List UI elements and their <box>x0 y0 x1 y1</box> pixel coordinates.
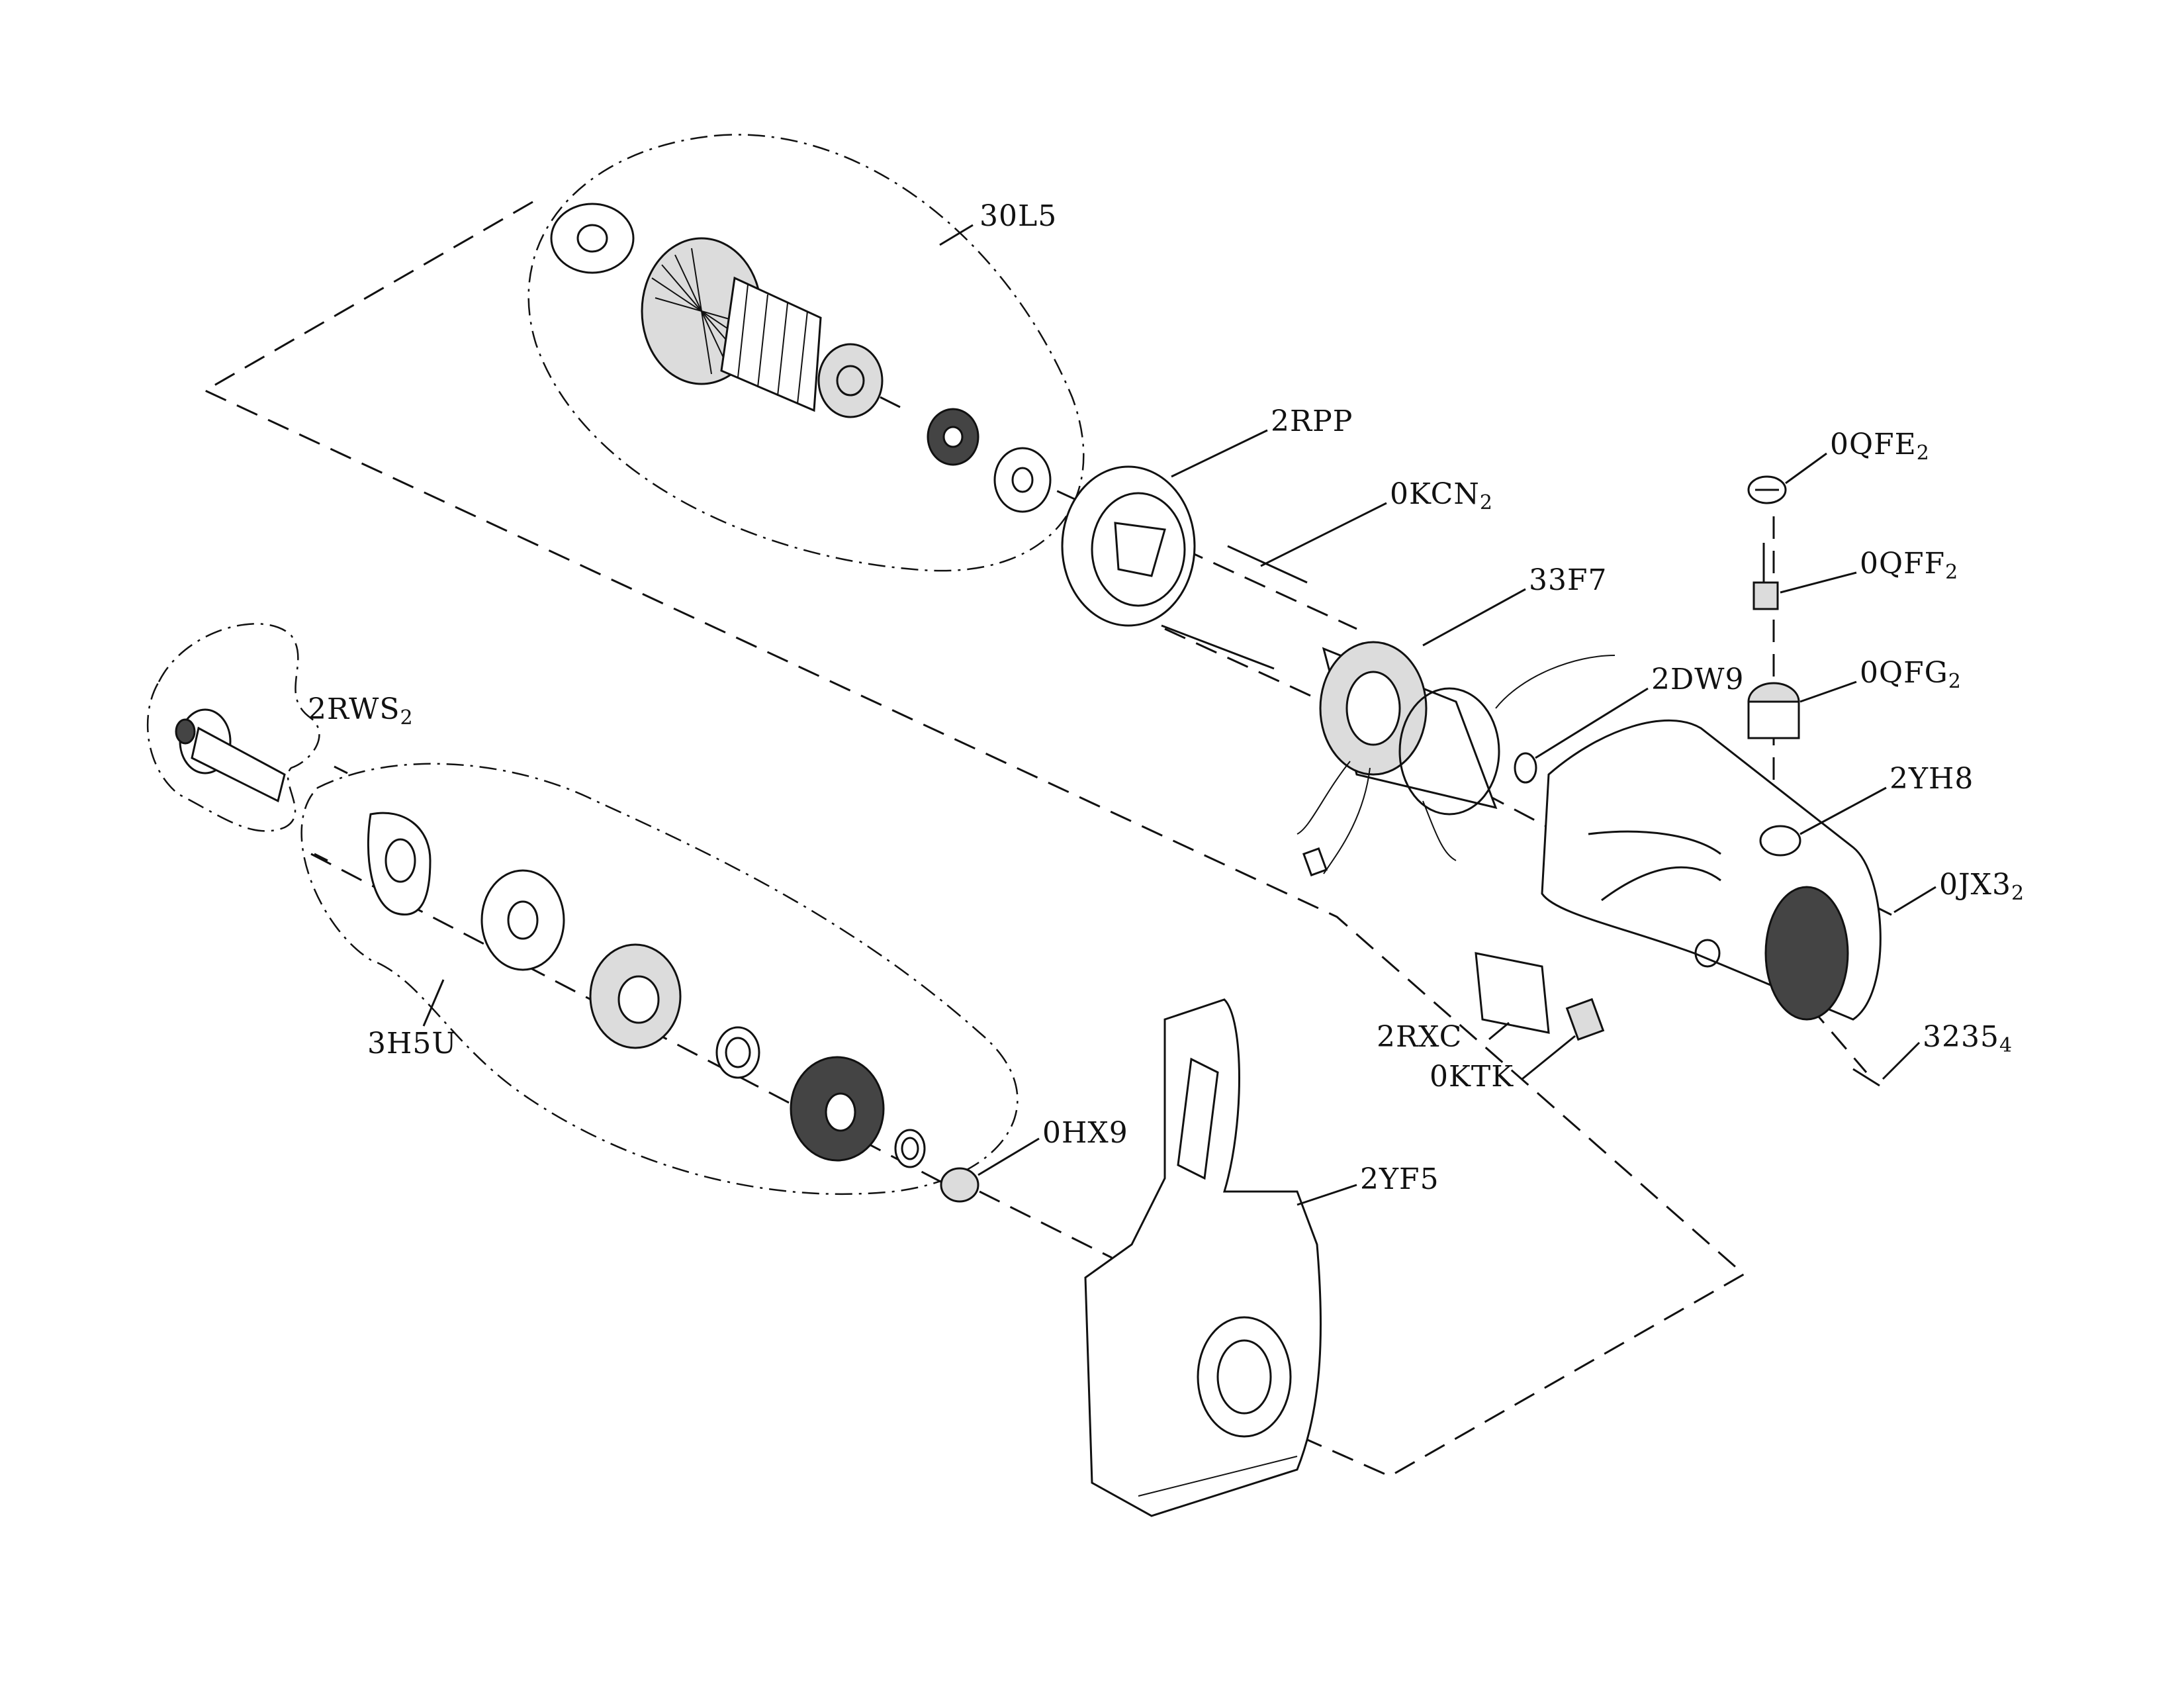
label-2rpp-text: 2RPP <box>1271 404 1353 438</box>
label-30l5: 30L5 <box>979 202 1057 231</box>
label-0hx9: 0HX9 <box>1042 1119 1128 1148</box>
long-screws-0kcn <box>1161 545 1308 670</box>
label-2rpp: 2RPP <box>1271 407 1353 436</box>
leader-0qfe <box>1785 452 1827 485</box>
leader-0kcn <box>1260 502 1387 567</box>
label-0kcn-text: 0KCN <box>1390 477 1480 511</box>
label-0qff: 0QFF2 <box>1860 549 1958 587</box>
output-shaft <box>175 708 286 803</box>
leader-0jx3 <box>1893 886 1936 914</box>
label-33f7-text: 33F7 <box>1529 563 1608 597</box>
leader-30l5 <box>939 224 974 246</box>
screw-2rws-a <box>334 765 348 774</box>
label-2rws-text: 2RWS <box>308 692 400 726</box>
label-2yh8-text: 2YH8 <box>1889 762 1974 796</box>
label-3235-sub: 4 <box>1999 1034 2013 1057</box>
leader-0hx9 <box>978 1137 1040 1176</box>
leader-3h5u <box>422 979 445 1027</box>
label-2yh8: 2YH8 <box>1889 765 1974 794</box>
armature-group-outline <box>527 134 1085 572</box>
leader-0qff <box>1780 571 1857 594</box>
screw-2rws-b <box>314 853 328 862</box>
label-3235: 32354 <box>1923 1023 2013 1060</box>
label-0qfe: 0QFE2 <box>1830 430 1930 468</box>
clip-2dw9 <box>1514 752 1537 784</box>
brush-stack <box>1747 475 1800 739</box>
label-2rxc: 2RXC <box>1377 1023 1462 1052</box>
label-30l5-text: 30L5 <box>979 199 1058 233</box>
label-33f7: 33F7 <box>1529 566 1608 595</box>
bearing-plate <box>367 812 432 915</box>
label-2dw9-text: 2DW9 <box>1651 663 1745 696</box>
gear-case-2yf5 <box>1084 998 1322 1517</box>
label-0qfg-sub: 2 <box>1948 670 1962 693</box>
leader-2rpp <box>1171 429 1268 478</box>
label-0kcn-sub: 2 <box>1479 491 1493 514</box>
leader-2rxc <box>1488 1021 1510 1041</box>
label-0kcn: 0KCN2 <box>1390 480 1493 518</box>
screw-3235 <box>1852 1068 1880 1087</box>
label-2yf5: 2YF5 <box>1360 1165 1439 1194</box>
label-0qfg: 0QFG2 <box>1860 659 1962 696</box>
label-0hx9-text: 0HX9 <box>1042 1116 1128 1150</box>
label-2dw9: 2DW9 <box>1651 665 1745 694</box>
strain-relief-0ktk <box>1565 998 1605 1041</box>
leader-33f7 <box>1422 588 1526 647</box>
label-2rws: 2RWS2 <box>308 695 414 733</box>
motor-housing-2yh8 <box>1541 720 1882 1021</box>
leader-2yf5 <box>1297 1184 1357 1206</box>
end-bell-2rpp <box>1061 465 1196 627</box>
screw-0jx3 <box>1878 907 1892 916</box>
leader-2dw9 <box>1535 687 1649 759</box>
assembly-boundary-dashed <box>203 201 1746 1477</box>
label-0qfe-sub: 2 <box>1916 442 1930 465</box>
label-3h5u-text: 3H5U <box>367 1027 457 1060</box>
label-0ktk: 0KTK <box>1430 1062 1514 1092</box>
armature-assembly <box>550 203 1052 513</box>
label-0qff-sub: 2 <box>1945 561 1959 584</box>
leader-2yh8 <box>1799 786 1887 835</box>
stator-33f7 <box>1297 641 1615 877</box>
leader-0qfg <box>1799 680 1857 703</box>
axis-line-screws <box>1164 628 1324 703</box>
leader-0ktk <box>1522 1035 1576 1080</box>
label-2yf5-text: 2YF5 <box>1360 1162 1439 1196</box>
label-0jx3-text: 0JX3 <box>1939 868 2011 902</box>
label-0ktk-text: 0KTK <box>1430 1060 1514 1094</box>
label-0qfg-text: 0QFG <box>1860 656 1948 690</box>
label-plate-2rxc <box>1475 952 1550 1034</box>
label-3235-text: 3235 <box>1923 1020 1999 1054</box>
label-3h5u: 3H5U <box>367 1029 457 1058</box>
label-0qff-text: 0QFF <box>1860 547 1946 581</box>
gear-group-outline <box>300 763 1019 1196</box>
leader-3235 <box>1882 1041 1921 1080</box>
label-2rxc-text: 2RXC <box>1377 1020 1463 1054</box>
shaft-group-outline <box>146 623 320 832</box>
label-0jx3: 0JX32 <box>1939 870 2025 908</box>
label-0jx3-sub: 2 <box>2011 882 2025 905</box>
axis-line-lower <box>979 1190 1113 1259</box>
label-0qfe-text: 0QFE <box>1830 428 1917 461</box>
gear-train <box>480 869 979 1203</box>
label-2rws-sub: 2 <box>400 706 414 729</box>
